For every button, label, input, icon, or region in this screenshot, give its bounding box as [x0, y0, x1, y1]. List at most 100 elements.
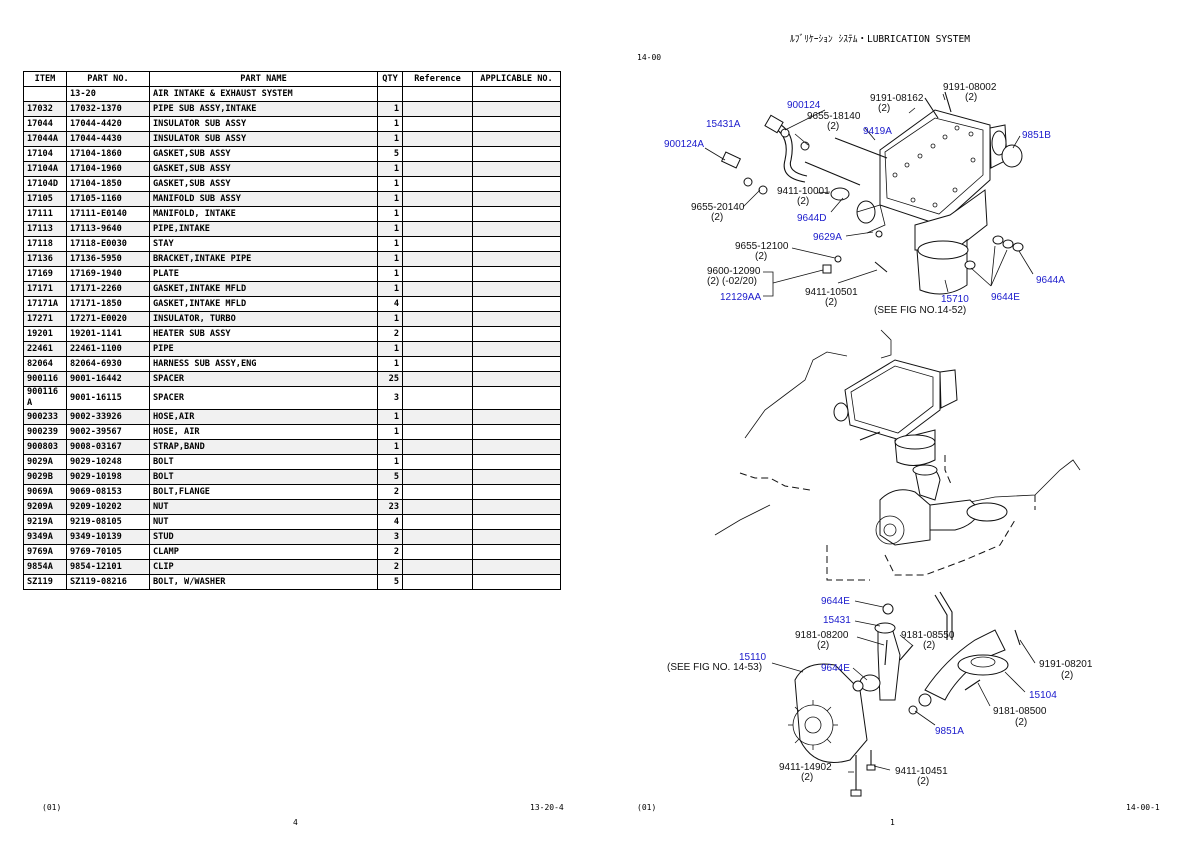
svg-text:(2): (2) — [797, 196, 809, 207]
cell-qty: 4 — [377, 296, 403, 312]
cell-applicable — [472, 116, 561, 132]
cell-qty: 1 — [377, 251, 403, 267]
cell-part-name: GASKET,SUB ASSY — [149, 176, 378, 192]
cell-item: 17169 — [23, 266, 67, 282]
oil-pump-assembly — [788, 591, 1021, 797]
cell-part-no: 22461-1100 — [66, 341, 150, 357]
cell-applicable — [472, 236, 561, 252]
cell-part-no: 17032-1370 — [66, 101, 150, 117]
cell-applicable — [472, 574, 561, 590]
cell-part-name: BOLT, W/WASHER — [149, 574, 378, 590]
svg-text:(2): (2) — [801, 772, 813, 783]
cell-applicable — [472, 514, 561, 530]
cell-reference — [402, 559, 473, 575]
cell-item: 9209A — [23, 499, 67, 515]
svg-text:(2): (2) — [817, 640, 829, 651]
cell-reference — [402, 146, 473, 162]
cell-reference — [402, 371, 473, 387]
cell-part-no: 17111-E0140 — [66, 206, 150, 222]
right-page: ﾙﾌﾞﾘｹｰｼｮﾝ ｼｽﾃﾑ・LUBRICATION SYSTEM 14-00 — [595, 0, 1190, 842]
cell-qty: 4 — [377, 514, 403, 530]
cell-applicable — [472, 206, 561, 222]
cell-item: 17118 — [23, 236, 67, 252]
cell-part-no: 17171-1850 — [66, 296, 150, 312]
parts-table: ITEM PART NO. PART NAME QTY Reference AP… — [23, 71, 561, 590]
callout-see-fig-14-52: (SEE FIG NO.14-52) — [874, 305, 966, 316]
callout-9655-12100: 9655-12100 — [735, 241, 789, 252]
callout-15431: 15431 — [823, 615, 851, 626]
cell-part-no: 9029-10248 — [66, 454, 150, 470]
cell-qty: 1 — [377, 424, 403, 440]
cell-part-name: HOSE, AIR — [149, 424, 378, 440]
cell-reference — [402, 266, 473, 282]
callout-15104: 15104 — [1029, 690, 1057, 701]
cell-reference — [402, 281, 473, 297]
cell-item: 9029A — [23, 454, 67, 470]
cell-qty: 1 — [377, 341, 403, 357]
cell-applicable — [472, 409, 561, 425]
cell-item: 9854A — [23, 559, 67, 575]
cell-part-no: 17104-1960 — [66, 161, 150, 177]
cell-applicable — [472, 454, 561, 470]
cell-applicable — [472, 371, 561, 387]
callout-9655-20140: 9655-20140 — [691, 202, 745, 213]
cell-qty: 1 — [377, 236, 403, 252]
cell-part-name: INSULATOR SUB ASSY — [149, 131, 378, 147]
cell-qty: 1 — [377, 131, 403, 147]
left-footer-ref: 13-20-4 — [530, 803, 564, 812]
cell-reference — [402, 296, 473, 312]
cell-qty: 2 — [377, 484, 403, 500]
col-qty-header: QTY — [377, 71, 403, 87]
cell-part-no: 9008-03167 — [66, 439, 150, 455]
cell-item: 9029B — [23, 469, 67, 485]
cell-applicable — [472, 296, 561, 312]
callout-15110: 15110 — [739, 652, 767, 663]
cell-part-no: 17136-5950 — [66, 251, 150, 267]
cell-item: 900116 — [23, 371, 67, 387]
cell-qty: 1 — [377, 454, 403, 470]
cell-reference — [402, 191, 473, 207]
cell-applicable — [472, 356, 561, 372]
cell-reference — [402, 356, 473, 372]
cell-applicable — [472, 221, 561, 237]
cell-qty: 1 — [377, 206, 403, 222]
page-title: ﾙﾌﾞﾘｹｰｼｮﾝ ｼｽﾃﾑ・LUBRICATION SYSTEM — [790, 34, 970, 45]
cell-applicable — [472, 499, 561, 515]
cell-qty: 3 — [377, 529, 403, 545]
callout-9600-12090: 9600-12090 — [707, 266, 761, 277]
engine-context-view — [714, 329, 1081, 581]
cell-part-name: BOLT,FLANGE — [149, 484, 378, 500]
svg-text:(2): (2) — [917, 776, 929, 787]
callout-9411-10001: 9411-10001 — [777, 186, 830, 197]
cell-applicable — [472, 311, 561, 327]
cell-qty: 2 — [377, 559, 403, 575]
cell-part-no: 9002-33926 — [66, 409, 150, 425]
cell-part-name: CLAMP — [149, 544, 378, 560]
cell-part-name: GASKET,SUB ASSY — [149, 161, 378, 177]
right-footer-code: (01) — [637, 803, 657, 812]
svg-text:(2): (2) — [827, 121, 839, 132]
cell-part-name: BOLT — [149, 469, 378, 485]
cell-applicable — [472, 146, 561, 162]
svg-text:(2): (2) — [878, 103, 890, 114]
cell-qty: 1 — [377, 311, 403, 327]
cell-qty: 1 — [377, 191, 403, 207]
cell-part-no: 9029-10198 — [66, 469, 150, 485]
cell-applicable — [472, 101, 561, 117]
cell-qty: 1 — [377, 356, 403, 372]
cell-item: 17032 — [23, 101, 67, 117]
cell-qty: 23 — [377, 499, 403, 515]
callout-9851A: 9851A — [935, 726, 964, 737]
cell-part-name: PIPE SUB ASSY,INTAKE — [149, 101, 378, 117]
cell-part-name: MANIFOLD, INTAKE — [149, 206, 378, 222]
cell-part-no: 9002-39567 — [66, 424, 150, 440]
section-number: 14-00 — [637, 53, 662, 62]
cell-reference — [402, 484, 473, 500]
